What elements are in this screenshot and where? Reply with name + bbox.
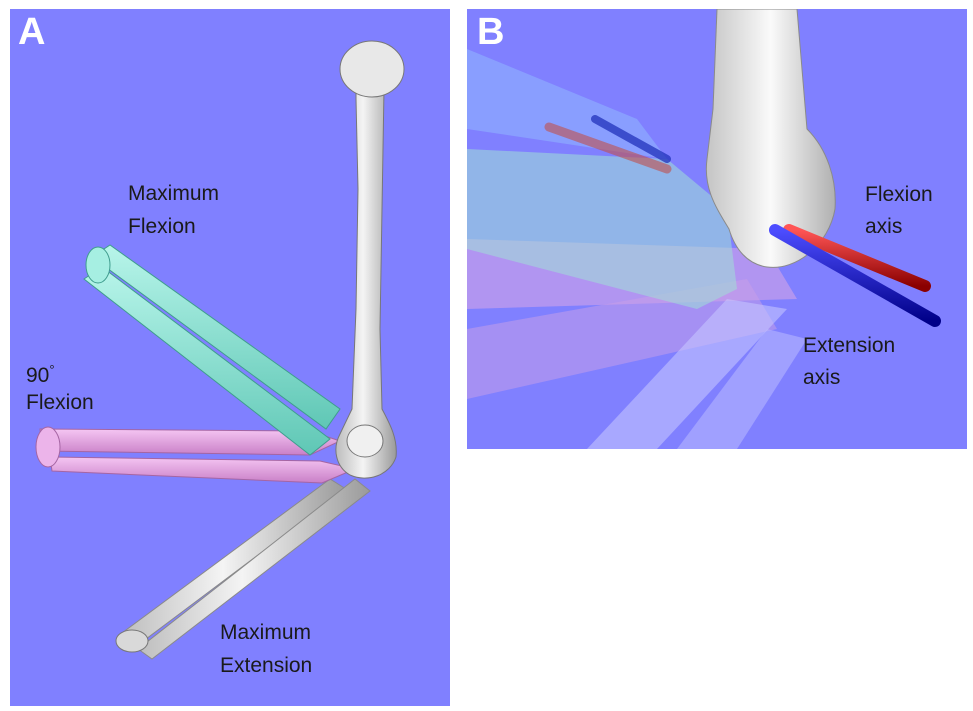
max-extension-label-line1: Maximum xyxy=(220,618,311,648)
panel-b-letter: B xyxy=(477,13,504,51)
panel-a-illustration xyxy=(10,9,450,706)
flexion-axis-label-line2: axis xyxy=(865,212,902,242)
degree-symbol: ° xyxy=(49,362,54,377)
forearm-max-flexion-illustration xyxy=(84,245,340,455)
humerus-bone-illustration xyxy=(336,41,404,478)
ninety-flexion-label-line2: Flexion xyxy=(26,388,94,418)
extension-axis-label-line1: Extension xyxy=(803,331,895,361)
max-flexion-label-line2: Flexion xyxy=(128,212,196,242)
panel-a: A Maximum Flexion 90° Flexion Maximum Ex… xyxy=(10,9,450,706)
ninety-value: 90 xyxy=(26,364,49,387)
panel-a-letter: A xyxy=(18,13,45,51)
flexion-axis-label-line1: Flexion xyxy=(865,180,933,210)
max-flexion-label-line1: Maximum xyxy=(128,179,219,209)
ninety-flexion-label-line1: 90° xyxy=(26,355,55,391)
panel-b: B Flexion axis Extension axis xyxy=(467,9,967,449)
extension-axis-label-line2: axis xyxy=(803,363,840,393)
max-extension-label-line2: Extension xyxy=(220,651,312,681)
